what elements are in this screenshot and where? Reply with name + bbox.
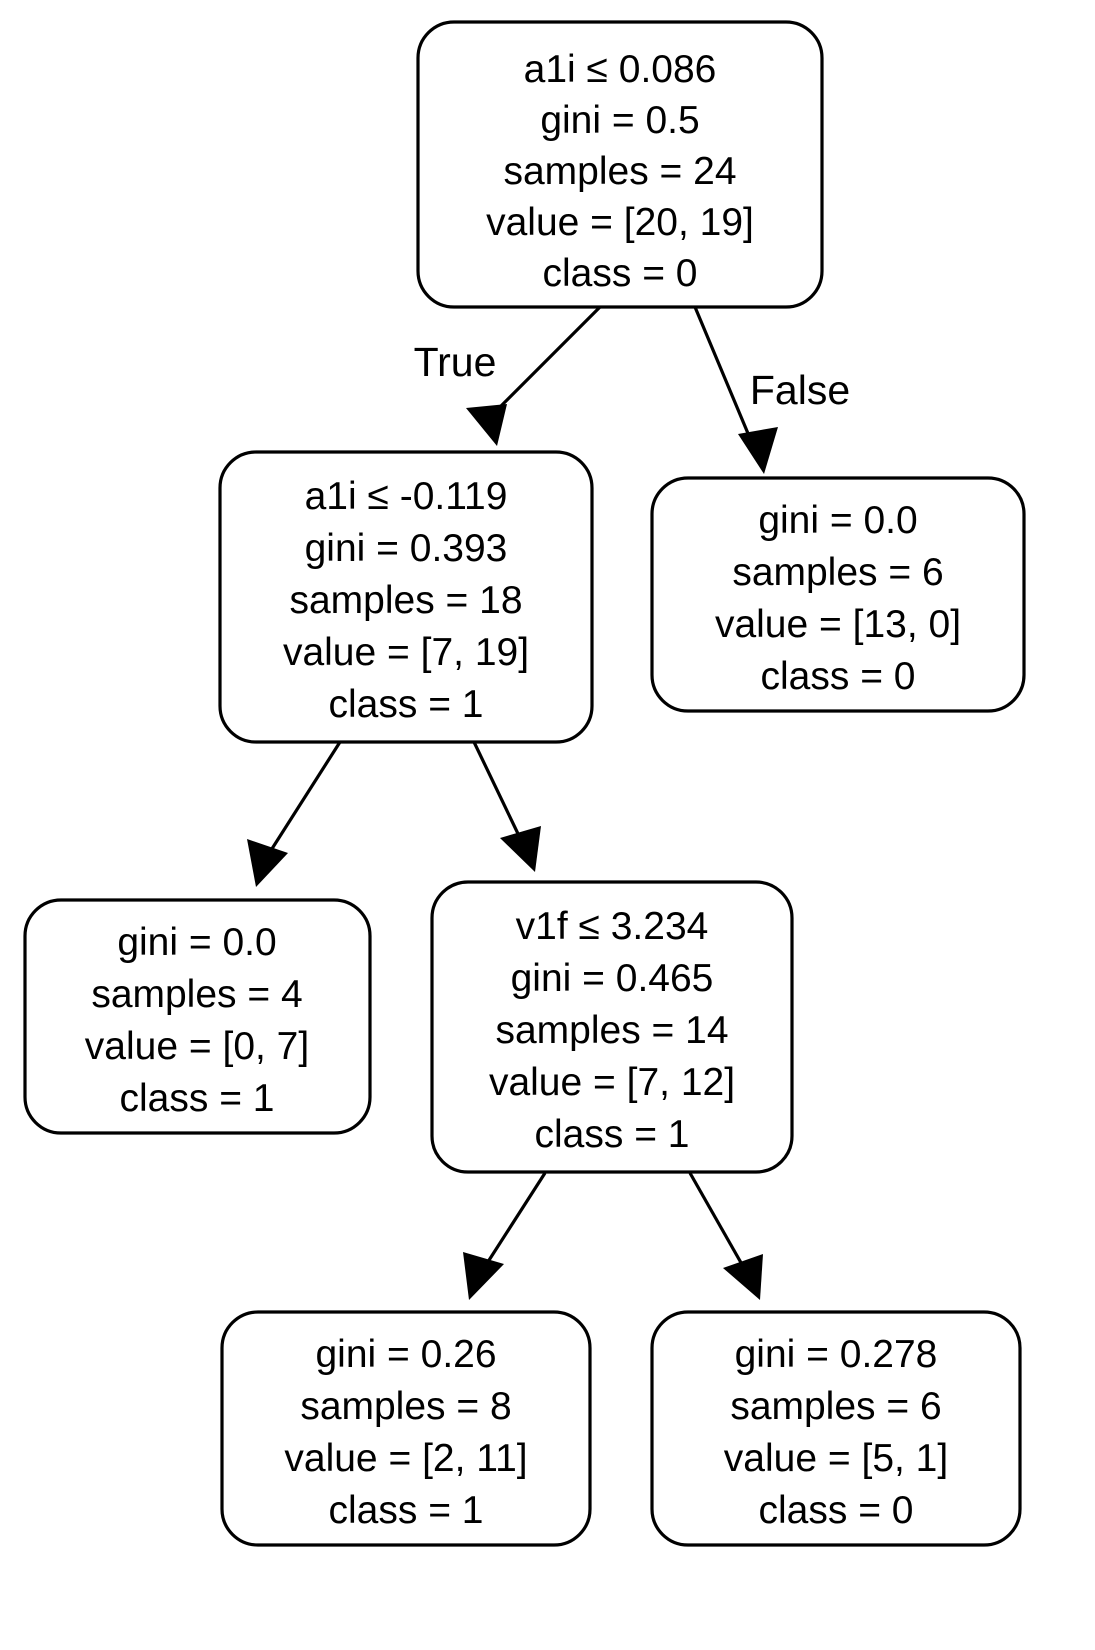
node-line-value: value = [20, 19] [486, 201, 754, 244]
node-box[interactable] [23, 898, 372, 1135]
edge-root-to-n1: True [414, 305, 602, 446]
node-line-samples: samples = 18 [289, 579, 522, 622]
arrowhead-icon [500, 826, 541, 872]
node-line-samples: samples = 8 [300, 1385, 511, 1428]
tree-node-n6[interactable]: gini = 0.278 samples = 6 value = [5, 1] … [650, 1310, 1022, 1547]
node-box[interactable] [218, 450, 594, 744]
tree-node-n1[interactable]: a1i ≤ -0.119 gini = 0.393 samples = 18 v… [218, 450, 594, 744]
node-box[interactable] [650, 476, 1026, 713]
node-box[interactable] [220, 1310, 592, 1547]
node-line-class: class = 1 [329, 1489, 484, 1532]
node-line-value: value = [7, 19] [283, 631, 529, 674]
node-box[interactable] [416, 20, 824, 309]
node-line-samples: samples = 6 [730, 1385, 941, 1428]
edge-line [472, 741, 523, 841]
edge-label-false: False [750, 367, 850, 413]
arrowhead-icon [466, 404, 507, 446]
node-line-gini: gini = 0.0 [117, 921, 276, 964]
node-line-gini: gini = 0.393 [305, 527, 508, 570]
node-line-value: value = [7, 12] [489, 1061, 735, 1104]
edge-line [266, 741, 342, 856]
node-line-feature: v1f ≤ 3.234 [516, 905, 709, 948]
node-line-samples: samples = 24 [503, 150, 736, 193]
node-line-class: class = 0 [759, 1489, 914, 1532]
node-line-value: value = [2, 11] [284, 1437, 527, 1480]
tree-node-n5[interactable]: gini = 0.26 samples = 8 value = [2, 11] … [220, 1310, 592, 1547]
node-line-class: class = 1 [120, 1077, 275, 1120]
arrowhead-icon [247, 839, 288, 887]
tree-node-n3[interactable]: gini = 0.0 samples = 4 value = [0, 7] cl… [23, 898, 372, 1135]
node-line-gini: gini = 0.26 [315, 1333, 496, 1376]
arrowhead-icon [738, 427, 778, 474]
node-box[interactable] [430, 880, 794, 1174]
edge-line [693, 306, 754, 444]
node-line-value: value = [5, 1] [724, 1437, 948, 1480]
edge-root-to-n2: False [693, 306, 850, 474]
tree-node-root[interactable]: a1i ≤ 0.086 gini = 0.5 samples = 24 valu… [416, 20, 824, 309]
node-line-gini: gini = 0.278 [735, 1333, 938, 1376]
node-line-feature: a1i ≤ 0.086 [524, 48, 717, 91]
node-line-class: class = 1 [535, 1113, 690, 1156]
arrowhead-icon [723, 1254, 763, 1300]
node-line-value: value = [0, 7] [85, 1025, 309, 1068]
node-line-class: class = 1 [329, 683, 484, 726]
node-line-class: class = 0 [543, 252, 698, 295]
node-line-gini: gini = 0.465 [511, 957, 714, 1000]
edge-line [487, 305, 602, 420]
node-box[interactable] [650, 1310, 1022, 1547]
node-line-samples: samples = 6 [732, 551, 943, 594]
tree-node-n2[interactable]: gini = 0.0 samples = 6 value = [13, 0] c… [650, 476, 1026, 713]
edge-n4-to-n6 [688, 1172, 763, 1300]
edge-n1-to-n3 [247, 741, 342, 887]
node-line-class: class = 0 [761, 655, 916, 698]
node-line-gini: gini = 0.5 [540, 99, 699, 142]
edge-n1-to-n4 [472, 741, 541, 872]
node-line-value: value = [13, 0] [715, 603, 961, 646]
edge-line [482, 1172, 547, 1269]
edge-line [688, 1172, 746, 1269]
node-line-samples: samples = 4 [91, 973, 302, 1016]
node-line-samples: samples = 14 [495, 1009, 728, 1052]
edge-label-true: True [414, 339, 497, 385]
edge-n4-to-n5 [463, 1172, 547, 1300]
node-line-feature: a1i ≤ -0.119 [305, 475, 508, 518]
arrowhead-icon [463, 1252, 504, 1300]
node-line-gini: gini = 0.0 [758, 499, 917, 542]
tree-node-n4[interactable]: v1f ≤ 3.234 gini = 0.465 samples = 14 va… [430, 880, 794, 1174]
